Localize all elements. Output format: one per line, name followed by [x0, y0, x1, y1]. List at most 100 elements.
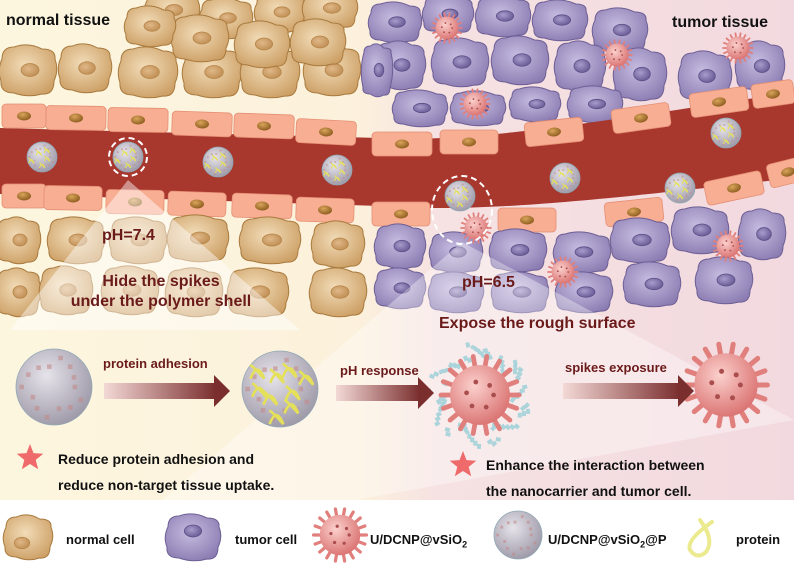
coated-nanoparticle: [550, 163, 580, 193]
spike-hint: [676, 199, 678, 201]
shell-fragment: [513, 369, 517, 374]
cell-nucleus: [79, 62, 96, 74]
pore: [742, 47, 744, 49]
cell-nucleus: [394, 59, 410, 71]
spike-hint: [52, 161, 54, 163]
cell-nucleus: [577, 287, 595, 297]
pore: [470, 226, 472, 228]
spike-hint: [305, 400, 310, 405]
cell-nucleus: [717, 274, 735, 286]
spike-hint: [228, 166, 230, 168]
pore: [472, 231, 474, 233]
shell-fragment: [522, 411, 526, 416]
endothelial-cell: [296, 197, 355, 223]
pore: [491, 393, 496, 398]
tumor-cell: [738, 209, 786, 260]
cell-nucleus: [693, 224, 711, 236]
pore: [557, 270, 559, 272]
np-shell: [203, 147, 233, 177]
spike-hint: [138, 161, 140, 163]
np-shell: [494, 511, 542, 559]
np-core: [694, 353, 757, 416]
tumor-cell: [431, 38, 489, 87]
normal-tissue-label: normal tissue: [6, 12, 110, 30]
endothelial-cell: [440, 130, 498, 154]
cell-nucleus: [13, 234, 27, 246]
spike-hint: [503, 540, 506, 543]
coated-nanoparticle: [445, 181, 475, 211]
cell-nucleus: [255, 38, 272, 50]
coated-nanoparticle: [27, 142, 57, 172]
np-core: [606, 44, 629, 67]
spike-hint: [452, 204, 454, 206]
normal-caption-line1: Hide the spikes: [66, 272, 256, 292]
endothelial-cell: [172, 111, 233, 137]
np-shell: [242, 351, 318, 427]
spike-hint: [79, 398, 84, 403]
tumor-caption: Expose the rough surface: [439, 314, 636, 334]
spike-hint: [333, 181, 335, 183]
pore: [611, 53, 613, 55]
spike-hint: [530, 534, 533, 537]
legend-label-normal-cell: normal cell: [66, 532, 135, 547]
pore: [473, 222, 475, 224]
normal-note-line1: Reduce protein adhesion and: [58, 446, 274, 472]
pore: [476, 108, 478, 110]
protein-coated-nanoparticle-step2: [242, 351, 318, 427]
cell-nucleus: [699, 70, 716, 83]
spike-hint: [117, 151, 119, 153]
pore: [564, 276, 566, 278]
tumor-cell: [491, 36, 549, 85]
spike-hint: [527, 546, 530, 549]
spike-hint: [28, 156, 30, 158]
spike-hint: [561, 189, 563, 191]
cell-nucleus: [413, 103, 430, 112]
coated-nanoparticle: [203, 147, 233, 177]
pore: [620, 50, 622, 52]
spike-hint: [47, 164, 49, 166]
normal-cell: [311, 221, 365, 268]
coated-nanoparticle: [113, 142, 143, 172]
spike-hint: [215, 153, 217, 155]
spike-hint: [207, 156, 209, 158]
endothelial-cell: [108, 107, 168, 132]
pore: [724, 249, 726, 251]
endothelial-cell: [234, 113, 295, 139]
spike-hint: [470, 200, 472, 202]
tumor-cell: [475, 0, 531, 37]
spike-hint: [666, 187, 668, 189]
pore: [479, 223, 481, 225]
pore: [448, 32, 450, 34]
tumor-note: Enhance the interaction between the nano…: [486, 452, 705, 504]
np-shell: [665, 173, 695, 203]
spike-hint: [44, 145, 46, 147]
coated-nanoparticle: [665, 173, 695, 203]
cell-nucleus: [513, 54, 531, 66]
cell-nucleus: [21, 64, 39, 77]
pore: [715, 394, 720, 399]
spike-hint: [68, 364, 73, 369]
spike-hint: [570, 185, 572, 187]
legend-label-sub: 2: [462, 540, 467, 550]
spike-hint: [284, 358, 289, 363]
normal-cell: [234, 21, 290, 68]
legend-label-main: U/DCNP@vSiO: [548, 532, 640, 547]
spike-hint: [339, 158, 341, 160]
endothelial-cell: [498, 208, 556, 232]
endothelial-nucleus: [394, 210, 408, 219]
spike-hint: [273, 366, 278, 371]
spike-hint: [68, 405, 73, 410]
pore: [621, 54, 623, 56]
spike-hint: [685, 195, 687, 197]
tumor-cell: [554, 41, 606, 92]
spike-hint: [334, 161, 336, 163]
shell-fragment: [518, 413, 522, 418]
tumor-cell: [532, 0, 588, 41]
spike-hint: [47, 364, 52, 369]
arrow-shaft: [563, 383, 680, 399]
cell-nucleus: [496, 11, 513, 21]
cell-nucleus: [645, 278, 663, 289]
legend-label-protein: protein: [736, 532, 780, 547]
spike-hint: [120, 165, 122, 167]
spike-hint: [73, 385, 78, 390]
